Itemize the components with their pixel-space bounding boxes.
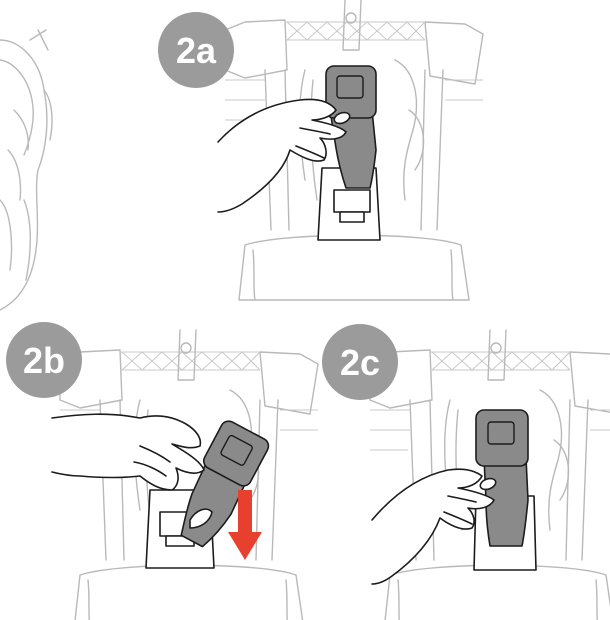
step-badge-2b: 2b (6, 322, 82, 398)
step-2a-panel: 2a (158, 0, 483, 300)
step-label-2b: 2b (23, 340, 65, 381)
step-2c-panel: 2c (322, 324, 610, 620)
step-label-2a: 2a (176, 30, 217, 71)
step-2b-panel: 2b (6, 322, 318, 620)
step-label-2c: 2c (340, 342, 380, 383)
step-badge-2a: 2a (158, 12, 234, 88)
partial-side-illustration (0, 30, 52, 310)
step-badge-2c: 2c (322, 324, 398, 400)
